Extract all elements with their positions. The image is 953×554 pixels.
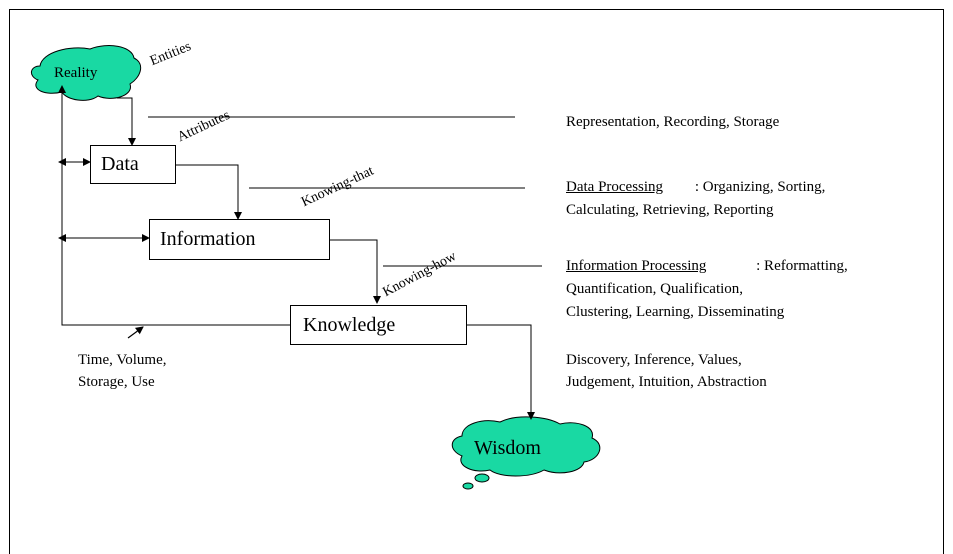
feedback-pointer-arrow: [127, 326, 144, 339]
reality-to-data-arrow: [117, 97, 136, 146]
data-processing-line-1: Data Processing : Organizing, Sorting,: [566, 177, 825, 197]
info-processing-line-3: Clustering, Learning, Disseminating: [566, 304, 785, 320]
reality-label: Reality: [54, 65, 98, 81]
wisdom-cloud-tail-2: [462, 482, 474, 490]
info-processing-title: Information Processing: [566, 258, 707, 274]
knowledge-box: Knowledge: [290, 305, 467, 345]
data-to-information-arrow: [176, 164, 242, 220]
feedback-label-line-1: Time, Volume,: [78, 352, 167, 368]
knowledge-to-wisdom-arrow: [467, 324, 535, 420]
knowledge-label: Knowledge: [303, 313, 396, 336]
information-box: Information: [149, 219, 330, 260]
data-level-description: Representation, Recording, Storage: [566, 114, 780, 130]
diagram-frame: [9, 9, 944, 554]
info-processing-line-1: Information Processing : Reformatting,: [566, 256, 848, 276]
info-processing-line-2: Quantification, Qualification,: [566, 281, 744, 297]
knowledge-description-line-2: Judgement, Intuition, Abstraction: [566, 374, 767, 390]
wisdom-cloud-tail-1: [474, 473, 490, 483]
data-box: Data: [90, 145, 176, 184]
data-processing-line-2: Calculating, Retrieving, Reporting: [566, 202, 774, 218]
wisdom-label: Wisdom: [474, 437, 541, 459]
information-to-knowledge-arrow: [330, 239, 381, 304]
wisdom-cloud: [451, 416, 601, 477]
feedback-label-line-2: Storage, Use: [78, 374, 155, 390]
data-processing-rest: : Organizing, Sorting,: [691, 179, 826, 195]
feedback-loop-arrow: [58, 85, 290, 326]
info-processing-rest: : Reformatting,: [752, 258, 848, 274]
knowledge-description-line-1: Discovery, Inference, Values,: [566, 352, 742, 368]
information-label: Information: [160, 228, 256, 250]
data-label: Data: [101, 153, 139, 175]
data-processing-title: Data Processing: [566, 179, 664, 195]
